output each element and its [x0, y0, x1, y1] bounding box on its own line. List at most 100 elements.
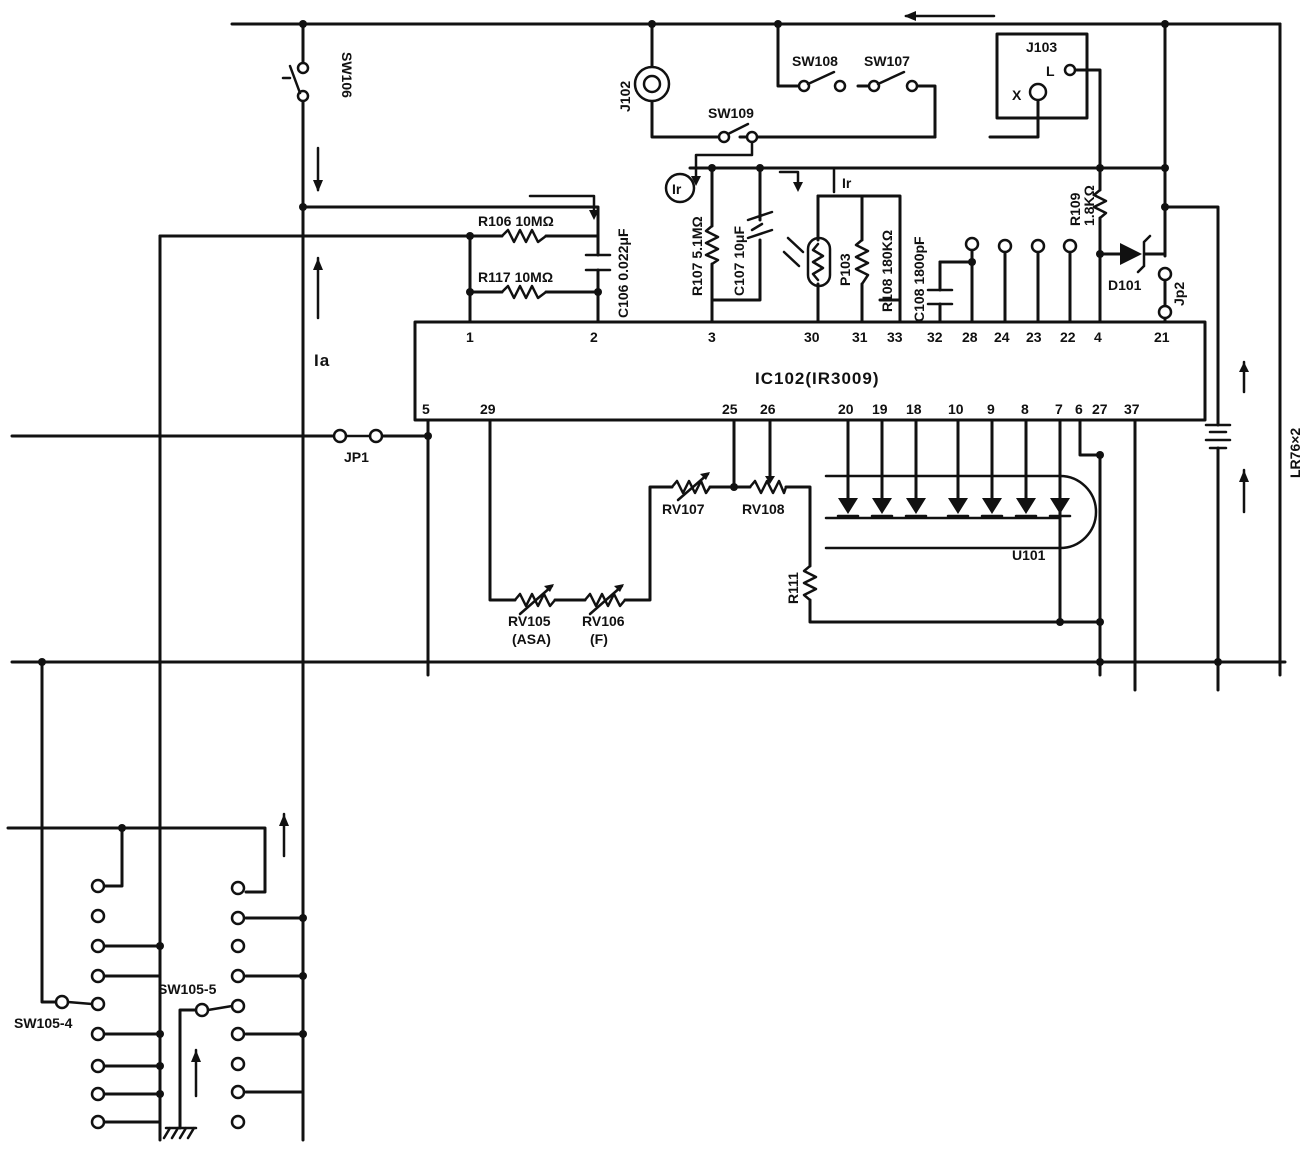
r109-resistor: R109 1.8KΩ: [1067, 185, 1108, 226]
pin-22: 22: [1060, 329, 1076, 345]
lr76-battery: LR76×2: [1204, 360, 1303, 514]
ic102-label: IC102(IR3009): [755, 369, 880, 388]
r108-resistor: R108 180KΩ: [854, 230, 895, 312]
sw105-4-label: SW105-4: [14, 1015, 73, 1031]
pin-29: 29: [480, 401, 496, 417]
pin-28: 28: [962, 329, 978, 345]
ir-current-marker: Ir: [664, 172, 696, 204]
pin-26: 26: [760, 401, 776, 417]
sw109-switch: SW109: [691, 105, 759, 186]
ir-top-label: Ir: [832, 168, 852, 194]
rv107-variable-resistor: RV107: [662, 472, 712, 517]
sw105-5-rotary-switch: SW105-5: [158, 880, 246, 1130]
ic-pin-numbers-bottom: 5 29 25 26 20 19 18 10 9 8 7 6 27 37: [422, 401, 1140, 417]
pin-27: 27: [1092, 401, 1108, 417]
pin-8: 8: [1021, 401, 1029, 417]
r111-resistor: R111: [785, 564, 818, 604]
sw108-label: SW108: [792, 53, 838, 69]
pin-9: 9: [987, 401, 995, 417]
test-terminals: [964, 236, 1078, 254]
r109-label: R109: [1067, 192, 1083, 226]
rv106-variable-resistor: RV106 (F): [582, 584, 627, 647]
pin-6: 6: [1075, 401, 1083, 417]
pin-21: 21: [1154, 329, 1170, 345]
pin-10: 10: [948, 401, 964, 417]
j103-l-label: L: [1046, 63, 1055, 79]
c107-capacitor: C107 10μF: [731, 170, 803, 296]
r108-label: R108 180KΩ: [879, 230, 895, 312]
junction-dots: [38, 20, 1222, 1098]
pin-1: 1: [466, 329, 474, 345]
pin-23: 23: [1026, 329, 1042, 345]
sw105-5-label: SW105-5: [158, 981, 217, 997]
r107-label: R107 5.1MΩ: [689, 216, 705, 296]
u101-leds: [836, 498, 1072, 518]
pin-19: 19: [872, 401, 888, 417]
rv108-variable-resistor: RV108: [742, 476, 788, 517]
r117-label: R117 10MΩ: [478, 269, 553, 285]
top-flow-arrow: [904, 11, 996, 21]
c108-label: C108 1800pF: [911, 236, 927, 322]
ground-icon: [162, 1126, 198, 1140]
c106-capacitor: C106 0.022μF: [528, 194, 631, 318]
ia-current-marker: Ia: [191, 146, 330, 1098]
jp1-label: JP1: [344, 449, 369, 465]
rv107-label: RV107: [662, 501, 705, 517]
rv106-label: RV106: [582, 613, 625, 629]
pin-20: 20: [838, 401, 854, 417]
pin-2: 2: [590, 329, 598, 345]
pin-4: 4: [1094, 329, 1102, 345]
ir-marker-text: Ir: [672, 181, 682, 197]
rv108-label: RV108: [742, 501, 785, 517]
j102-jack: J102: [617, 65, 671, 112]
jp2-jumper: Jp2: [1157, 266, 1187, 320]
u101-label: U101: [1012, 547, 1046, 563]
d101-diode: D101: [1108, 234, 1152, 293]
ic102-chip: IC102(IR3009): [413, 320, 1207, 422]
j103-jack: J103 L X: [1012, 39, 1077, 103]
sw105-4-rotary-switch: SW105-4: [14, 878, 106, 1130]
pin-3: 3: [708, 329, 716, 345]
r109-value: 1.8KΩ: [1081, 185, 1097, 226]
ia-label: Ia: [314, 351, 330, 370]
sw107-label: SW107: [864, 53, 910, 69]
j103-label: J103: [1026, 39, 1057, 55]
j102-label: J102: [617, 81, 633, 112]
rv105-variable-resistor: RV105 (ASA): [508, 584, 557, 647]
ir-label: Ir: [842, 175, 852, 191]
jp1-jumper: JP1: [332, 428, 384, 465]
pin-31: 31: [852, 329, 868, 345]
pin-30: 30: [804, 329, 820, 345]
pin-33: 33: [887, 329, 903, 345]
pin-37: 37: [1124, 401, 1140, 417]
r106-label: R106 10MΩ: [478, 213, 554, 229]
r106-resistor: R106 10MΩ: [478, 213, 554, 244]
pin-5: 5: [422, 401, 430, 417]
sw106-label: SW106: [339, 52, 355, 98]
pin-18: 18: [906, 401, 922, 417]
pin-32: 32: [927, 329, 943, 345]
j103-x-label: X: [1012, 87, 1022, 103]
r111-label: R111: [785, 572, 801, 604]
rv105-label: RV105: [508, 613, 551, 629]
sw108-sw107-switches: SW108 SW107: [792, 53, 919, 93]
r117-resistor: R117 10MΩ: [478, 269, 553, 300]
u101-led-array: U101: [824, 474, 1098, 563]
jp2-label: Jp2: [1171, 282, 1187, 306]
pin-25: 25: [722, 401, 738, 417]
sw106-switch: SW106: [281, 52, 355, 103]
c106-label: C106 0.022μF: [615, 228, 631, 318]
sw109-label: SW109: [708, 105, 754, 121]
lr76-label: LR76×2: [1287, 428, 1303, 478]
pin-24: 24: [994, 329, 1010, 345]
r107-resistor: R107 5.1MΩ: [689, 216, 720, 296]
p103-photocell: P103: [782, 236, 853, 288]
p103-label: P103: [837, 253, 853, 286]
ic-pin-numbers-top: 1 2 3 30 31 33 32 28 24 23 22 4 21: [466, 329, 1170, 345]
c107-label: C107 10μF: [731, 226, 747, 296]
main-wires: [6, 22, 1287, 1142]
c108-capacitor: C108 1800pF: [911, 236, 954, 322]
pin-7: 7: [1055, 401, 1063, 417]
rv105-sub: (ASA): [512, 631, 551, 647]
